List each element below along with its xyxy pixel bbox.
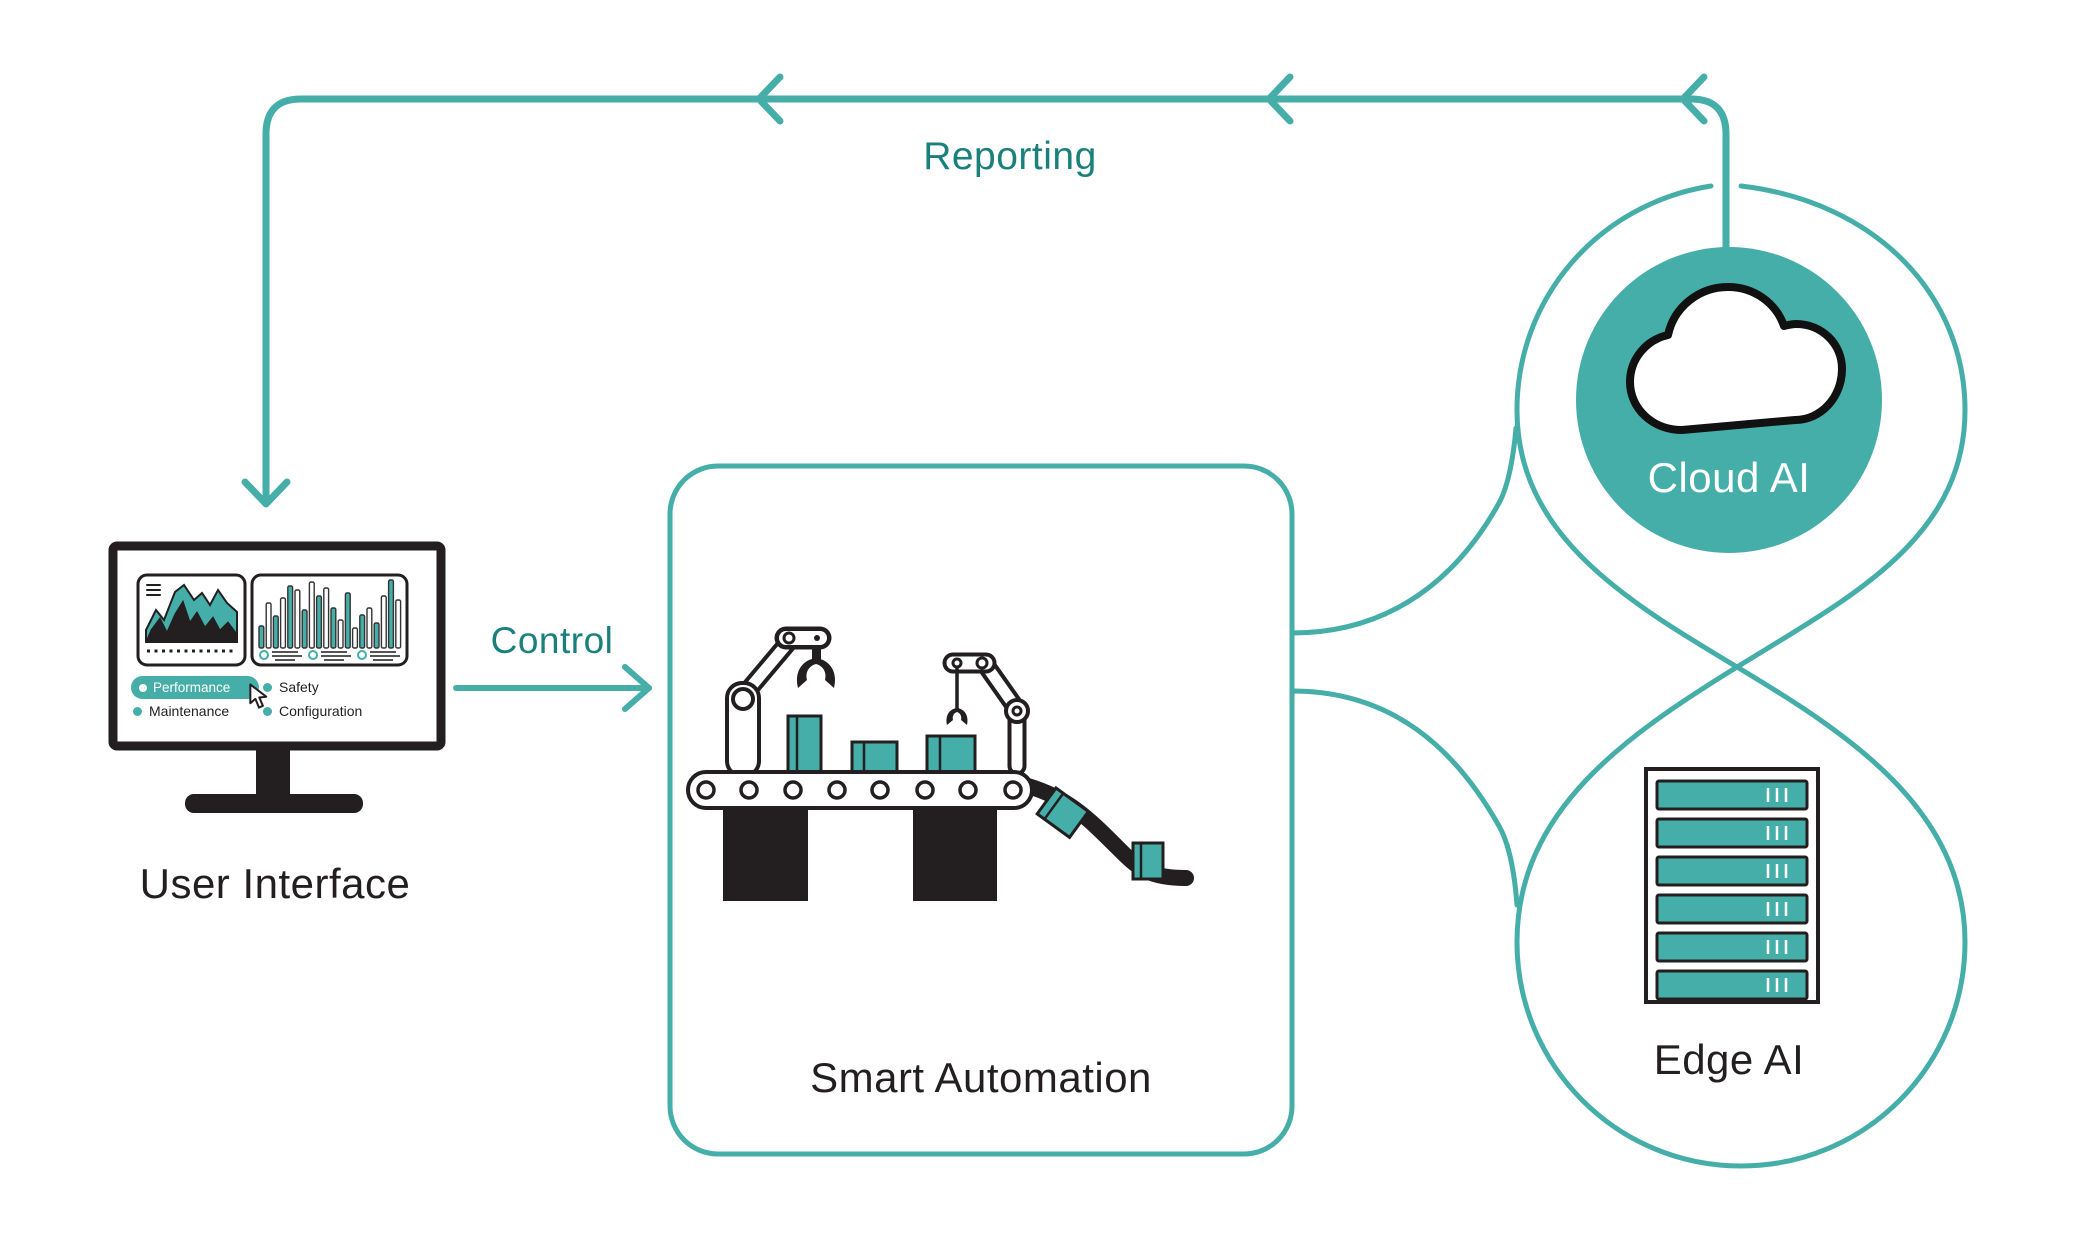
figure-eight-path xyxy=(1514,183,1968,1169)
user-interface-label: User Interface xyxy=(139,860,411,907)
edge-ai-label: Edge AI xyxy=(1653,1036,1805,1083)
factory-illustration xyxy=(686,626,1194,901)
conveyor-belt xyxy=(686,770,1034,810)
menu-item-label: Configuration xyxy=(279,703,363,719)
bar-chart-icon xyxy=(258,579,402,649)
arrowhead-left-2 xyxy=(1265,73,1294,125)
box-on-chute xyxy=(1035,785,1091,840)
menu-item-label: Safety xyxy=(279,679,319,695)
menu-item-configuration[interactable]: Configuration xyxy=(263,703,362,719)
pedestal-left xyxy=(723,806,808,901)
menu-item-performance[interactable]: Performance xyxy=(131,676,259,699)
configuration-dot-icon xyxy=(263,706,272,716)
monitor-stand-neck xyxy=(256,742,290,798)
pedestal-right xyxy=(913,806,997,901)
smart-automation-label: Smart Automation xyxy=(810,1054,1152,1101)
arrowhead-down xyxy=(241,478,291,508)
menu-item-label: Maintenance xyxy=(149,703,230,719)
bar-chart-legend xyxy=(259,650,400,661)
robot-arm-right xyxy=(942,652,1030,776)
reporting-label: Reporting xyxy=(923,135,1097,178)
reporting-path xyxy=(262,95,1730,507)
bar-chart-card xyxy=(250,573,409,667)
area-chart-icon xyxy=(145,583,238,653)
small-gripper xyxy=(946,708,968,725)
menu-item-maintenance[interactable]: Maintenance xyxy=(133,703,229,719)
menu-item-safety[interactable]: Safety xyxy=(263,679,319,695)
arrowhead-left-1 xyxy=(755,73,784,125)
conveyor-rollers xyxy=(696,780,1023,800)
box-at-chute-end xyxy=(1131,841,1165,881)
server-rack-icon xyxy=(1644,767,1820,1004)
belt-box-3 xyxy=(925,734,977,776)
cloud-edge-loops xyxy=(1289,183,1968,1169)
monitor-stand-base xyxy=(185,794,363,813)
reporting-arrow xyxy=(241,73,1730,508)
cloud-ai-label: Cloud AI xyxy=(1647,454,1811,501)
cursor-icon xyxy=(249,683,268,709)
menu-item-label: Performance xyxy=(153,680,231,695)
claw-gripper xyxy=(796,646,836,688)
cloud-icon xyxy=(1626,283,1846,434)
performance-dot-icon xyxy=(139,683,147,692)
connector-to-edge xyxy=(1289,688,1520,908)
cloud-ai-node xyxy=(1576,247,1882,553)
maintenance-dot-icon xyxy=(133,706,142,716)
hamburger-icon xyxy=(146,584,161,596)
robot-arm-left xyxy=(725,626,836,778)
control-label: Control xyxy=(490,620,614,661)
connector-to-cloud xyxy=(1289,425,1519,636)
belt-box-2 xyxy=(850,740,899,776)
arrowhead-left-3 xyxy=(1679,73,1708,125)
control-arrow xyxy=(453,664,652,712)
belt-box-1 xyxy=(786,714,823,776)
area-chart-card xyxy=(136,573,247,667)
server-units xyxy=(1655,779,1809,1001)
safety-dot-icon xyxy=(263,682,272,692)
